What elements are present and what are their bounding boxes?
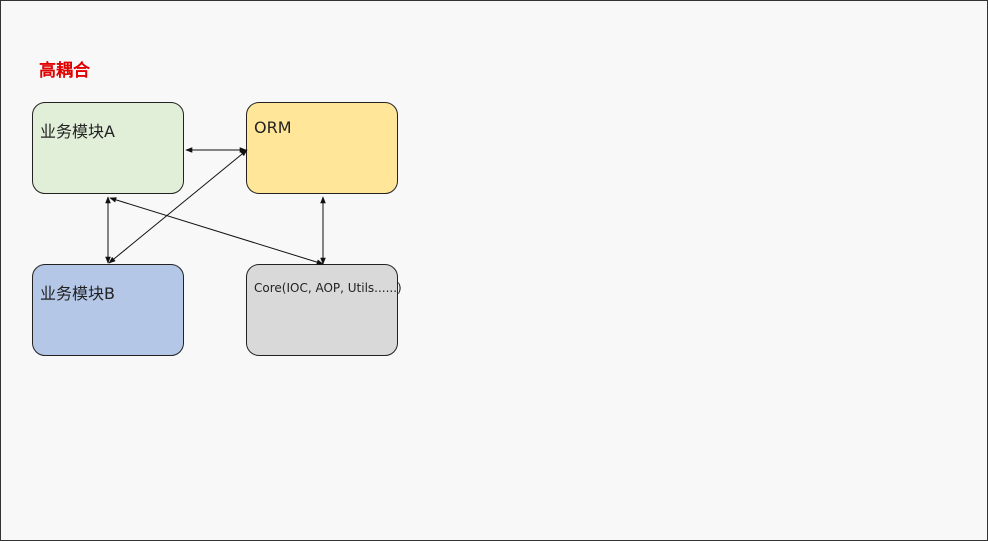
node-module-a: 业务模块A [32, 102, 184, 194]
edge-module-a-core [109, 197, 324, 265]
node-core: Core(IOC, AOP, Utils......) [246, 264, 402, 356]
node-core-label: Core(IOC, AOP, Utils......) [254, 281, 402, 295]
node-module-a-label: 业务模块A [40, 122, 115, 141]
node-module-b: 业务模块B [32, 264, 184, 356]
node-module-b-label: 业务模块B [40, 284, 115, 303]
node-orm-label: ORM [254, 118, 292, 137]
diagram-title: 高耦合 [39, 61, 90, 81]
node-orm: ORM [246, 102, 398, 194]
